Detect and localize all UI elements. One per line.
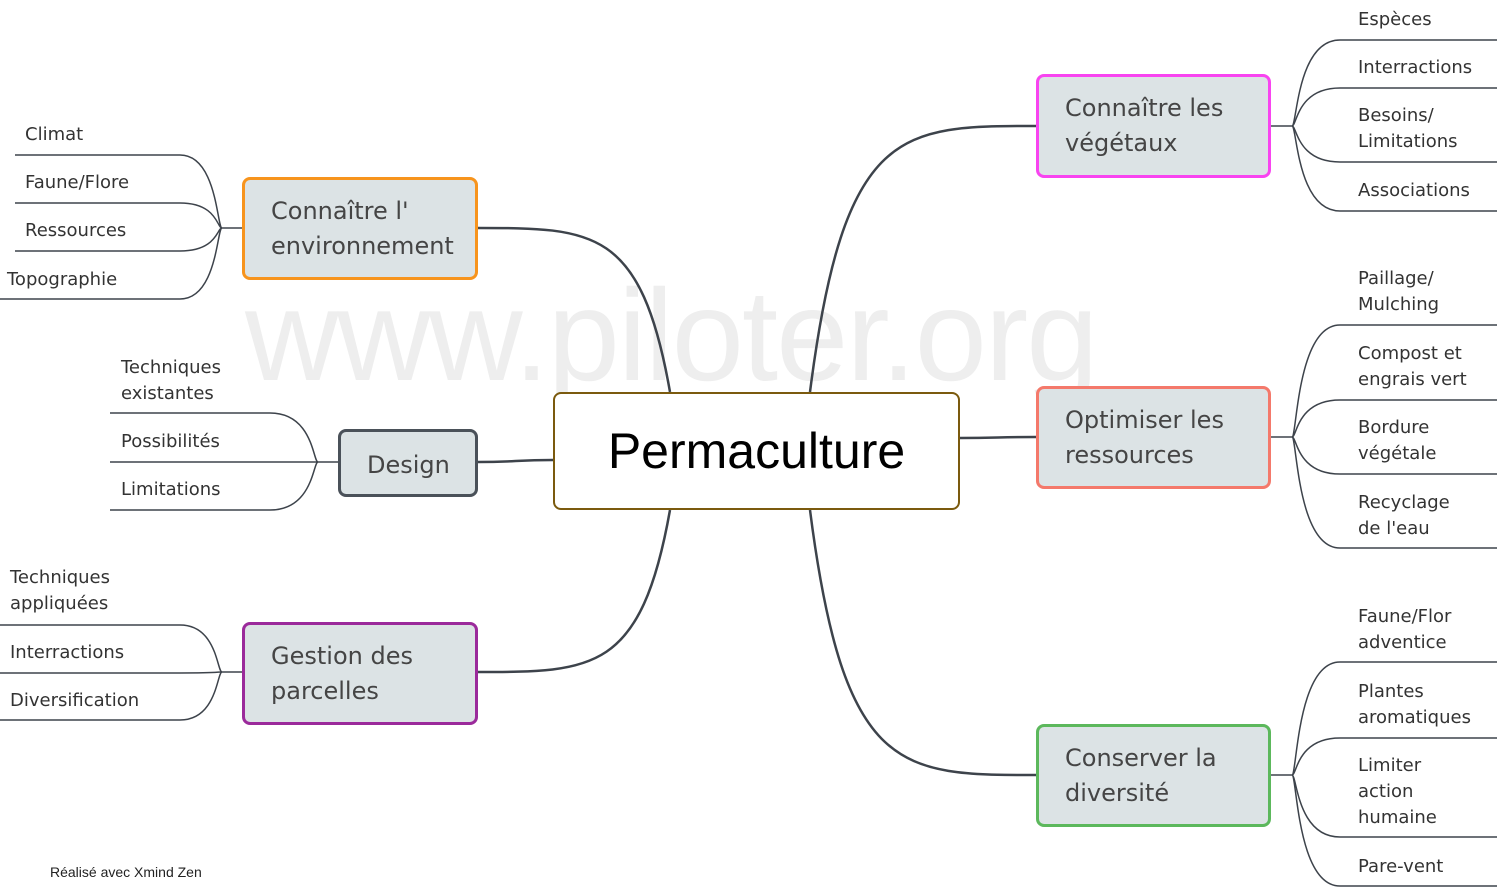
main-connector-env — [477, 226, 672, 393]
subtopic-diversite[interactable]: Faune/Flor adventice — [1358, 606, 1452, 653]
main-connector-diversite — [808, 509, 1037, 777]
subtopic-env[interactable]: Ressources — [25, 220, 127, 241]
branch-line — [0, 624, 223, 673]
subtopic-diversite[interactable]: Limiter action humaine — [1358, 755, 1437, 828]
branch-line — [1291, 39, 1497, 127]
subtopic-design[interactable]: Limitations — [121, 479, 221, 500]
topic-gestion[interactable]: Gestion des parcelles — [242, 622, 478, 725]
main-connector-gestion — [477, 509, 672, 674]
branch-line — [15, 227, 223, 252]
topic-ressources[interactable]: Optimiser les ressources — [1036, 386, 1271, 489]
main-connector-ressources — [959, 435, 1037, 440]
main-connector-vegetaux — [808, 124, 1037, 393]
branch-line — [1291, 324, 1497, 438]
subtopic-env[interactable]: Topographie — [7, 269, 118, 290]
branch-line — [0, 227, 223, 300]
subtopic-vegetaux[interactable]: Associations — [1358, 180, 1470, 201]
branch-line — [1291, 87, 1497, 127]
branch-line — [110, 412, 319, 463]
topic-env[interactable]: Connaître l' environnement — [242, 177, 478, 280]
branch-line — [1291, 125, 1497, 212]
subtopic-ressources[interactable]: Paillage/ Mulching — [1358, 268, 1440, 315]
subtopic-design[interactable]: Possibilités — [121, 431, 220, 452]
subtopic-diversite[interactable]: Plantes aromatiques — [1358, 681, 1471, 728]
branch-line — [15, 202, 223, 229]
subtopic-vegetaux[interactable]: Besoins/ Limitations — [1358, 105, 1458, 152]
watermark: www.piloter.org — [245, 262, 1098, 408]
subtopic-vegetaux[interactable]: Interractions — [1358, 57, 1473, 78]
subtopic-vegetaux[interactable]: Espèces — [1358, 9, 1432, 30]
subtopic-ressources[interactable]: Bordure végétale — [1358, 417, 1437, 464]
branch-line — [1291, 399, 1497, 438]
topic-diversite[interactable]: Conserver la diversité — [1036, 724, 1271, 827]
branch-line — [1291, 436, 1497, 549]
main-connector-design — [477, 458, 554, 464]
subtopic-ressources[interactable]: Compost et engrais vert — [1358, 343, 1467, 390]
footer-credit: Réalisé avec Xmind Zen — [50, 864, 202, 880]
branch-line — [1291, 737, 1497, 776]
branch-line — [0, 671, 223, 674]
topic-vegetaux[interactable]: Connaître les végétaux — [1036, 74, 1271, 178]
branch-line — [1291, 774, 1497, 887]
subtopic-gestion[interactable]: Techniques appliquées — [10, 567, 111, 614]
subtopic-env[interactable]: Climat — [25, 124, 84, 145]
branch-line — [1291, 661, 1497, 776]
subtopic-env[interactable]: Faune/Flore — [25, 172, 130, 193]
branch-line — [1291, 125, 1497, 163]
subtopic-gestion[interactable]: Interractions — [10, 642, 125, 663]
topic-design[interactable]: Design — [338, 429, 478, 497]
subtopic-design[interactable]: Techniques existantes — [121, 357, 222, 404]
subtopic-gestion[interactable]: Diversification — [10, 690, 140, 711]
branch-line — [15, 154, 223, 229]
subtopic-diversite[interactable]: Pare-vent — [1358, 856, 1444, 877]
central-topic[interactable]: Permaculture — [553, 392, 960, 510]
subtopic-ressources[interactable]: Recyclage de l'eau — [1358, 492, 1450, 539]
branch-line — [110, 461, 319, 511]
branch-line — [0, 671, 223, 721]
